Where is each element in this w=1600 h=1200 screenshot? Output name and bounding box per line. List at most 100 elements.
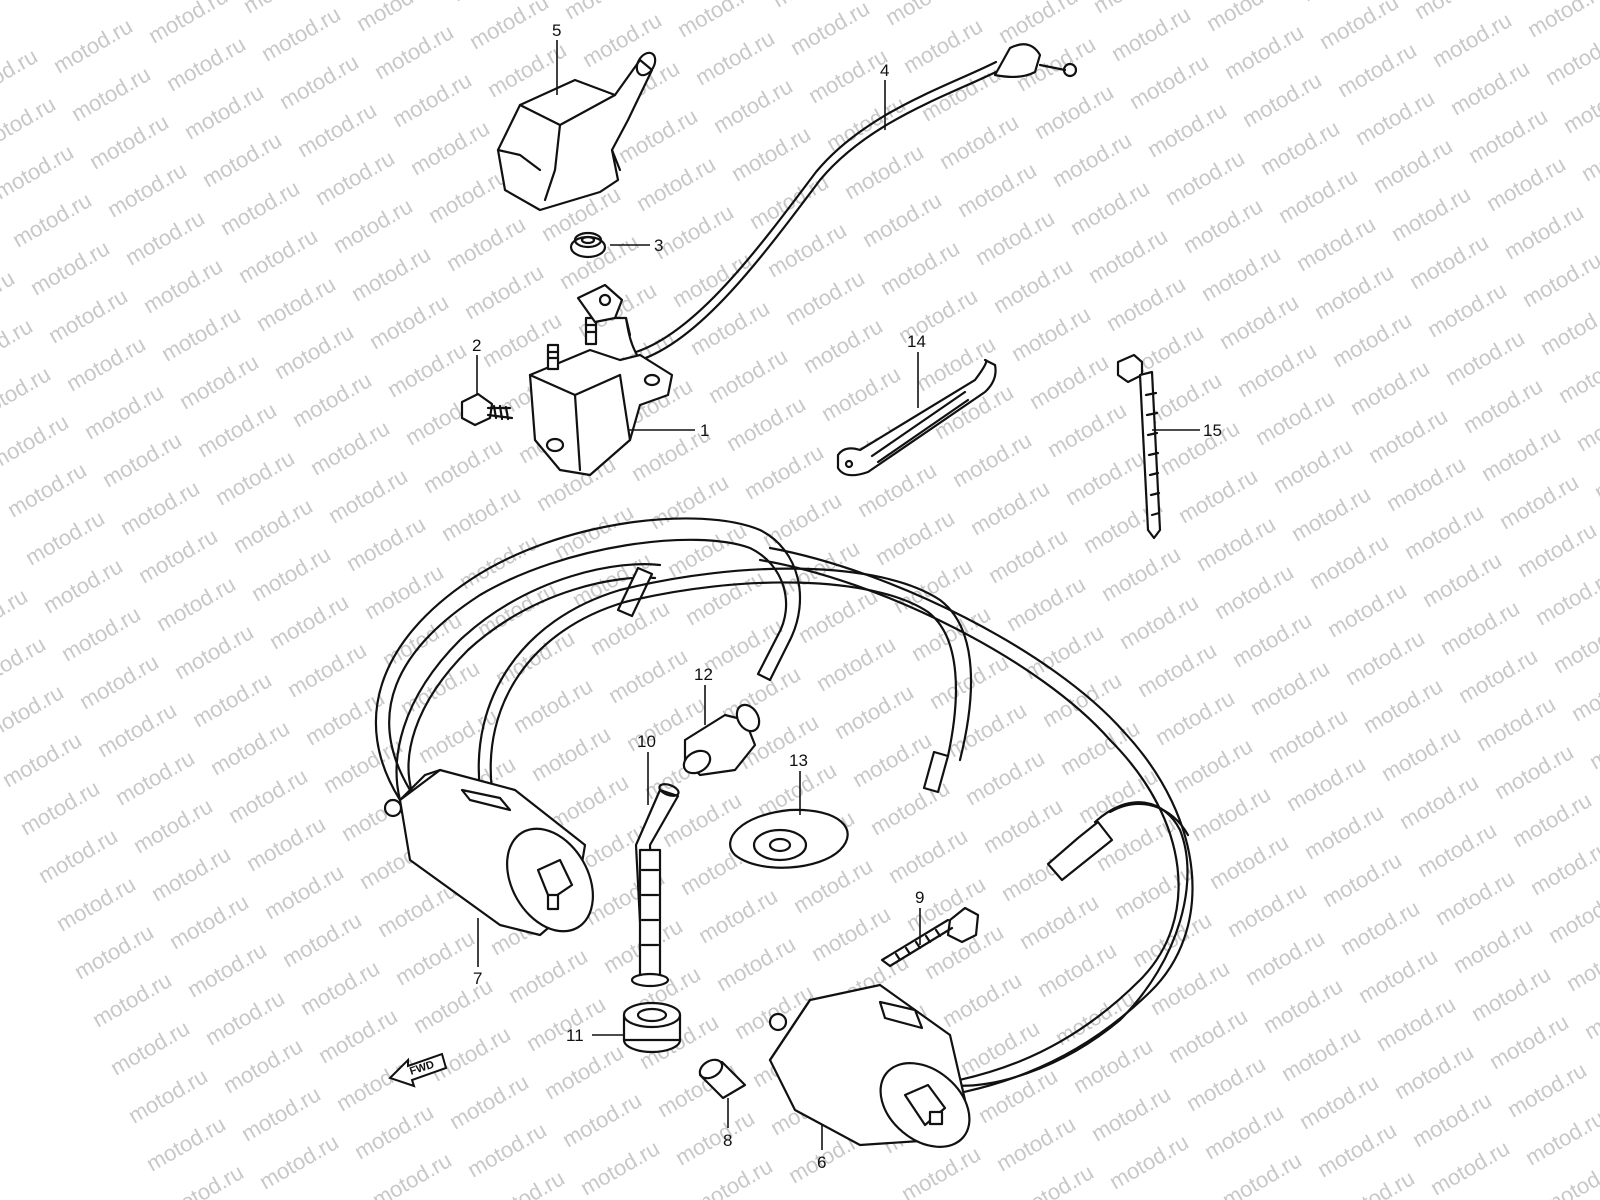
watermark-text: motod.ru (1007, 301, 1095, 366)
watermark-text: motod.ru (504, 943, 592, 1008)
fwd-arrow: FWD (388, 1052, 448, 1088)
watermark-text: motod.ru (989, 253, 1077, 318)
watermark-text: motod.ru (0, 139, 78, 204)
watermark-text: motod.ru (1074, 763, 1162, 828)
watermark-text: motod.ru (157, 301, 245, 366)
watermark-text: motod.ru (147, 841, 235, 906)
part-1-starter-relay[interactable] (528, 283, 674, 477)
watermark-text: motod.ru (1400, 499, 1488, 564)
watermark-text: motod.ru (1097, 541, 1185, 606)
watermark-text: motod.ru (1002, 571, 1090, 636)
watermark-text: motod.ru (142, 1111, 230, 1176)
watermark-text: motod.ru (283, 637, 371, 702)
watermark-text: motod.ru (1436, 595, 1524, 660)
watermark-text: motod.ru (1413, 817, 1501, 882)
watermark-text: motod.ru (1238, 67, 1326, 132)
watermark-text: motod.ru (324, 463, 412, 528)
watermark-text: motod.ru (722, 391, 810, 456)
watermark-text: motod.ru (1033, 937, 1121, 1002)
watermark-text: motod.ru (1503, 1057, 1591, 1122)
part-11-seal[interactable] (622, 1001, 682, 1054)
part-8-sleeve[interactable] (697, 1056, 747, 1100)
watermark-text: motod.ru (247, 541, 335, 606)
watermark-text: motod.ru (1490, 739, 1578, 804)
watermark-text: motod.ru (424, 163, 512, 228)
watermark-text: motod.ru (1526, 835, 1600, 900)
watermark-text: motod.ru (1390, 1039, 1478, 1104)
watermark-text: motod.ru (1210, 559, 1298, 624)
callout-3: 3 (654, 236, 663, 255)
watermark-text: motod.ru (121, 205, 209, 270)
watermark-text: motod.ru (188, 667, 276, 732)
part-5-relay-cover[interactable] (496, 50, 659, 212)
watermark-text: motod.ru (897, 1141, 985, 1200)
part-14-strap[interactable] (836, 358, 997, 477)
watermark-text: motod.ru (1182, 1051, 1270, 1116)
watermark-text: motod.ru (1192, 511, 1280, 576)
watermark-text: motod.ru (1105, 1129, 1193, 1194)
watermark-text: motod.ru (1205, 829, 1293, 894)
watermark-text: motod.ru (1521, 1105, 1600, 1170)
callout-11: 11 (566, 1026, 584, 1045)
part-3-grommet[interactable] (569, 231, 607, 259)
watermark-text: motod.ru (522, 991, 610, 1056)
part-7-ignition-coil[interactable] (383, 768, 610, 947)
watermark-text: motod.ru (314, 1003, 402, 1068)
watermark-text: motod.ru (52, 871, 140, 936)
watermark-text: motod.ru (1336, 895, 1424, 960)
watermark-text: motod.ru (278, 907, 366, 972)
part-9-bolt[interactable] (880, 906, 980, 968)
watermark-text: motod.ru (180, 79, 268, 144)
watermark-text: motod.ru (971, 205, 1059, 270)
watermark-text: motod.ru (473, 577, 561, 642)
watermark-text: motod.ru (899, 13, 987, 78)
watermark-text: motod.ru (388, 67, 476, 132)
watermark-text: motod.ru (21, 505, 109, 570)
watermark-text: motod.ru (830, 679, 918, 744)
watermark-text: motod.ru (80, 379, 168, 444)
callout-15: 15 (1203, 421, 1222, 440)
watermark-text: motod.ru (198, 127, 286, 192)
watermark-text: motod.ru (578, 7, 666, 72)
watermark-text: motod.ru (1282, 751, 1370, 816)
watermark-text: motod.ru (1305, 529, 1393, 594)
watermark-text: motod.ru (694, 883, 782, 948)
watermark-text: motod.ru (781, 265, 869, 330)
watermark-text: motod.ru (1143, 97, 1231, 162)
part-15-cable-tie[interactable] (1116, 353, 1162, 540)
watermark-text: motod.ru (876, 235, 964, 300)
part-4-lead-wire[interactable] (624, 43, 1078, 362)
part-12-terminal-cap[interactable] (680, 701, 764, 778)
watermark-text: motod.ru (1187, 781, 1275, 846)
watermark-text: motod.ru (219, 1033, 307, 1098)
watermark-text: motod.ru (948, 427, 1036, 492)
watermark-text: motod.ru (368, 1147, 456, 1200)
watermark-text: motod.ru (265, 589, 353, 654)
watermark-text: motod.ru (216, 175, 304, 240)
watermark-text: motod.ru (70, 919, 158, 984)
watermark-text: motod.ru (419, 433, 507, 498)
watermark-text: motod.ru (1274, 163, 1362, 228)
watermark-text: motod.ru (1287, 481, 1375, 546)
watermark-text: motod.ru (342, 511, 430, 576)
watermark-text: motod.ru (44, 283, 132, 348)
watermark-text: motod.ru (88, 967, 176, 1032)
watermark-text: motod.ru (347, 241, 435, 306)
high-tension-leads[interactable] (374, 517, 1194, 1104)
watermark-text: motod.ru (884, 823, 972, 888)
watermark-text: motod.ru (1151, 685, 1239, 750)
watermark-text: motod.ru (103, 157, 191, 222)
watermark-text: motod.ru (1395, 769, 1483, 834)
watermark-text: motod.ru (116, 475, 204, 540)
watermark-text: motod.ru (34, 823, 122, 888)
watermark-text: motod.ru (812, 631, 900, 696)
part-10-plug-cap[interactable] (630, 782, 680, 988)
part-13-grommet-plate[interactable] (729, 808, 849, 869)
watermark-text: motod.ru (953, 157, 1041, 222)
part-6-ignition-coil[interactable] (768, 983, 986, 1164)
watermark-text: motod.ru (1179, 193, 1267, 258)
watermark-text: motod.ru (1495, 469, 1583, 534)
watermark-text: motod.ru (3, 457, 91, 522)
part-2-bolt[interactable] (460, 392, 514, 427)
watermark-text: motod.ru (1382, 451, 1470, 516)
